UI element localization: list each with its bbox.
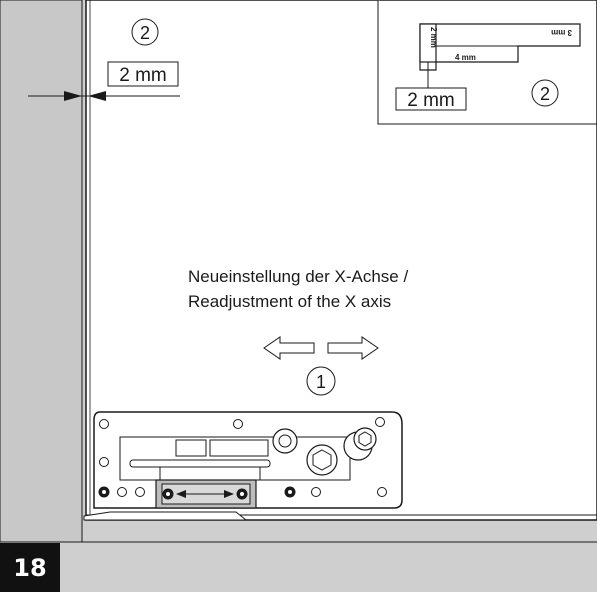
hinge-bracket — [83, 411, 403, 521]
adjust-index-circle — [306, 366, 336, 396]
arrow-right-outline — [327, 336, 379, 360]
wall-gap-label-box — [107, 61, 179, 87]
inset-gap-label: 2 mm — [407, 90, 455, 111]
wall-gap-index: 2 — [140, 23, 150, 43]
arrow-left-outline — [263, 336, 315, 360]
inset-detail: 2 mm 4 mm 3 mm 2 mm 2 — [377, 0, 597, 125]
adjust-index: 1 — [316, 372, 326, 392]
adjust-arrows: 1 — [263, 336, 379, 396]
inset-dim-vertical: 2 mm — [429, 27, 438, 48]
inset-gap-label-box — [395, 87, 467, 111]
wall-gap-label: 2 mm — [119, 65, 167, 86]
bracket-hole-tl — [99, 419, 109, 429]
caption-line-2: Readjustment of the X axis — [188, 292, 391, 311]
step-number-badge: 18 — [0, 543, 60, 592]
wall-gap-index-circle — [131, 18, 159, 46]
wall-gap-dimension: 2 mm 2 — [28, 18, 180, 101]
inset-index-circle — [531, 79, 559, 107]
bracket-hole-ml — [99, 457, 109, 467]
side-wall — [0, 0, 83, 543]
inset-dim-flipped: 3 mm — [551, 28, 572, 37]
caption-line-1: Neueinstellung der X-Achse / — [188, 267, 408, 286]
bracket-hole-tm — [233, 419, 243, 429]
inset-dim-horizontal: 4 mm — [455, 53, 476, 62]
inset-index: 2 — [540, 84, 550, 104]
bracket-hole-tr — [375, 417, 385, 427]
gap-arrow-left — [88, 91, 106, 101]
gap-arrow-right — [64, 91, 82, 101]
